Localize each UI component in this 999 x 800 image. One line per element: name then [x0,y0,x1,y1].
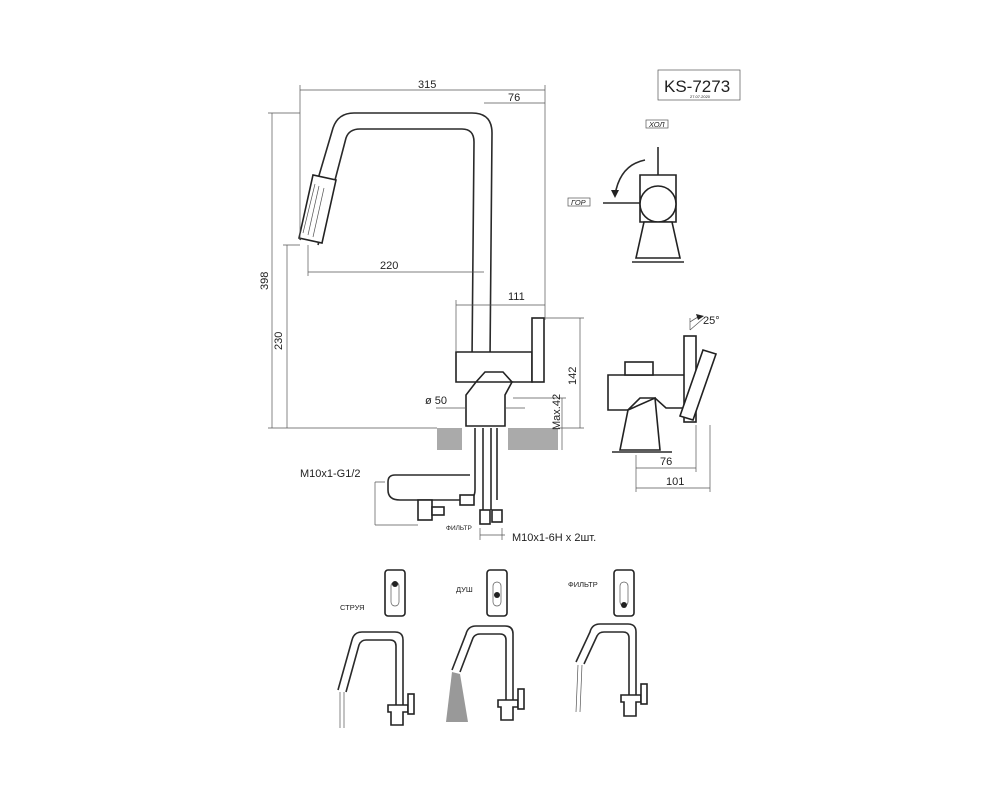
mode-jet-button [384,569,406,617]
base-top [635,221,681,259]
spray-head-detail [302,183,325,238]
model-code: 27.07.2020 [690,94,711,99]
mode-shower: ДУШ [446,569,525,722]
spout-tube [299,112,493,361]
dim-handle-offset: 111 [508,291,525,303]
hose-end-1 [479,509,491,525]
mode-shower-spout [451,625,514,700]
valve-nut [431,506,445,516]
side-dimension-lines [635,425,711,492]
base-side [619,396,661,451]
mode-shower-handle [517,688,525,710]
spray-head [298,174,337,244]
mode-jet-indicator [392,581,398,587]
mode-filter-handle [640,683,648,705]
dim-overall-width: 315 [418,79,436,91]
side-dim-handle: 76 [660,456,672,468]
mode-filter: ФИЛЬТР [568,569,648,717]
dim-height: 398 [259,272,271,290]
hot-label: ГОР [571,198,586,207]
dim-reach: 220 [380,260,398,272]
mode-jet-body [387,704,409,726]
mode-filter-body [620,694,642,717]
mode-shower-slot [492,581,502,607]
cold-label: ХОЛ [648,120,665,129]
side-dim-total: 101 [666,476,684,488]
countertop-left [437,428,462,450]
countertop-right [508,428,558,450]
mode-shower-label: ДУШ [456,585,473,594]
mode-filter-stream [575,664,583,713]
hose-thread-label: M10x1-6H x 2шт. [512,532,596,544]
angle-arrowhead [696,314,704,320]
handle [531,317,545,383]
title-frame [657,69,741,101]
rotation-arrowhead [611,190,619,198]
top-view: ХОЛ ГОР [567,119,684,263]
front-view: 315 76 398 220 230 111 142 ø 50 Max.42 M… [259,79,596,544]
side-view: 25° 76 101 [607,314,720,492]
filter-label: ФИЛЬТР [446,525,472,532]
hose-end-2 [491,509,503,523]
mode-shower-spray [446,672,468,722]
mode-jet-handle [407,693,415,715]
supply-hoses [387,428,498,510]
faucet-body [455,351,533,383]
dim-max-thickness: Max.42 [551,394,563,430]
mode-shower-indicator [494,592,500,598]
hot-label-box [567,197,591,207]
filter-fitting [459,494,475,506]
inlet-thread-label: M10x1-G1/2 [300,468,361,480]
angle-valve [417,499,433,521]
faucet-base [465,381,514,427]
lever-hub [639,185,677,223]
handle-tilted [678,349,718,421]
side-angle-label: 25° [703,315,720,327]
cold-label-box [645,119,669,129]
spout-stub [624,361,654,376]
mode-jet-stream [339,692,345,728]
dim-spout-tip: 76 [508,92,520,104]
title-block: KS-7273 27.07.2020 [657,69,741,101]
mode-jet-spout [337,631,404,705]
mode-jet-label: СТРУЯ [340,603,365,612]
angle-arc [689,315,705,331]
mode-jet: СТРУЯ [337,569,415,728]
model-name: KS-7273 [664,77,730,96]
dimension-lines [268,85,584,540]
dim-spout-height: 230 [273,332,285,350]
mode-filter-indicator [621,602,627,608]
mode-filter-spout [575,623,637,695]
dim-base-diameter: ø 50 [425,395,447,407]
mode-shower-body [497,699,519,721]
dim-body-height: 142 [567,367,579,385]
mode-filter-label: ФИЛЬТР [568,580,598,589]
mode-filter-button [613,569,635,617]
